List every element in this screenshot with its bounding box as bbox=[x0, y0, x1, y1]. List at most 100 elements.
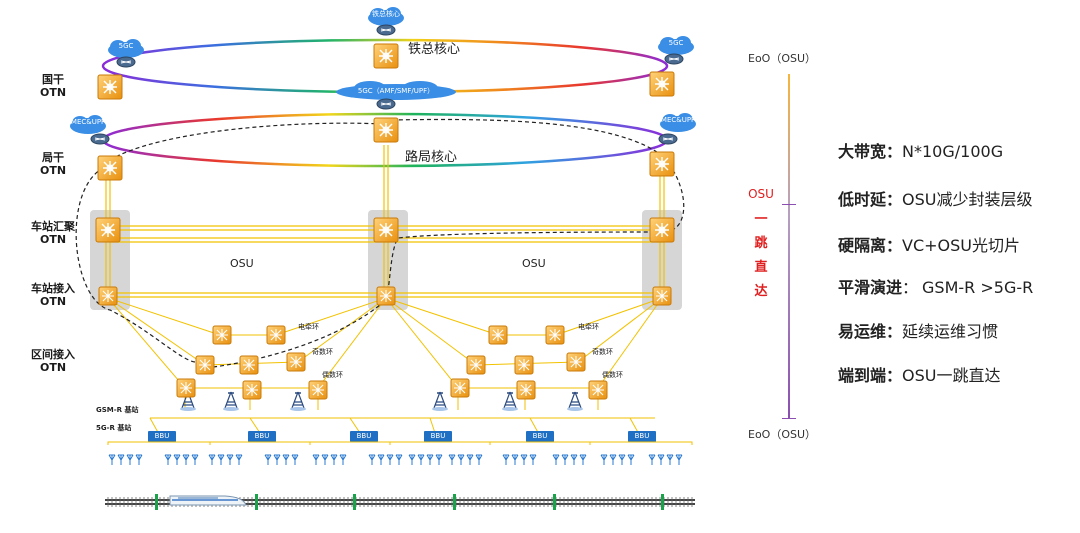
antenna-icon bbox=[235, 454, 243, 466]
antenna-icon bbox=[552, 454, 560, 466]
antenna-icon bbox=[675, 454, 683, 466]
osu-right-label: OSU bbox=[522, 257, 546, 270]
bbu-label-2: BBU bbox=[254, 432, 270, 440]
train-icon bbox=[169, 495, 247, 506]
antenna-icon bbox=[191, 454, 199, 466]
feature-desc: OSU一跳直达 bbox=[902, 366, 1001, 385]
level-station-access-name: 车站接入 bbox=[31, 282, 75, 295]
feature-sep: ： bbox=[886, 190, 903, 209]
feature-desc: N*10G/100G bbox=[902, 142, 1004, 161]
bbu-label-5: BBU bbox=[532, 432, 548, 440]
bbu-label-4: BBU bbox=[430, 432, 446, 440]
feature-desc: VC+OSU光切片 bbox=[902, 236, 1021, 255]
antenna-icon bbox=[609, 454, 617, 466]
feature-sep: ： bbox=[902, 278, 919, 297]
cloud-top-label: 铁总核心 bbox=[372, 10, 400, 18]
ring-power-right: 电牵环 bbox=[578, 323, 599, 331]
antenna-icon bbox=[520, 454, 528, 466]
5gr-label: 5G-R 基站 bbox=[96, 424, 132, 432]
feature-isolation: 硬隔离：VC+OSU光切片 bbox=[838, 232, 1020, 256]
antenna-icon bbox=[618, 454, 626, 466]
cloud-mec-right-label: MEC&UPF bbox=[660, 116, 696, 124]
node-agg-left bbox=[95, 217, 121, 243]
feature-desc: OSU减少封装层级 bbox=[902, 190, 1033, 209]
bbu-label-3: BBU bbox=[356, 432, 372, 440]
antenna-icon bbox=[173, 454, 181, 466]
antenna-icon bbox=[426, 454, 434, 466]
feature-end-to-end: 端到端：OSU一跳直达 bbox=[838, 362, 1001, 386]
level-station-access-otn: OTN bbox=[39, 295, 67, 308]
antenna-icon bbox=[386, 454, 394, 466]
antenna-icon bbox=[657, 454, 665, 466]
bbu-label-1: BBU bbox=[154, 432, 170, 440]
node-guogan-left bbox=[97, 74, 123, 100]
node-bureau-core bbox=[373, 117, 399, 143]
antenna-row bbox=[108, 454, 683, 466]
feature-sep: ： bbox=[886, 366, 903, 385]
antenna-icon bbox=[666, 454, 674, 466]
antenna-icon bbox=[579, 454, 587, 466]
level-guogan-otn: OTN bbox=[39, 86, 67, 99]
antenna-icon bbox=[135, 454, 143, 466]
network-diagram bbox=[70, 7, 696, 510]
cloud-5gc-left-label: 5GC bbox=[118, 42, 134, 50]
feature-sep: ： bbox=[886, 142, 903, 161]
antenna-icon bbox=[117, 454, 125, 466]
scale-tick-bottom bbox=[782, 418, 796, 419]
level-guogan-name: 国干 bbox=[42, 73, 64, 86]
antenna-icon bbox=[126, 454, 134, 466]
antenna-icon bbox=[511, 454, 519, 466]
osu-vertical-2: 跳 bbox=[754, 236, 768, 251]
feature-sep: ： bbox=[886, 236, 903, 255]
scale-line bbox=[788, 74, 790, 419]
osu-vertical-1: 一 bbox=[754, 212, 768, 227]
feature-title: 大带宽 bbox=[838, 142, 887, 161]
eoo-top-label: EoO（OSU） bbox=[748, 52, 817, 65]
ring-even-left: 偶数环 bbox=[322, 371, 343, 379]
antenna-icon bbox=[466, 454, 474, 466]
antenna-icon bbox=[312, 454, 320, 466]
antenna-icon bbox=[282, 454, 290, 466]
eoo-bottom-label: EoO（OSU） bbox=[748, 428, 817, 441]
node-jugan-right bbox=[649, 151, 675, 177]
ring-even-right: 偶数环 bbox=[602, 371, 623, 379]
antenna-icon bbox=[291, 454, 299, 466]
antenna-icon bbox=[529, 454, 537, 466]
antenna-icon bbox=[570, 454, 578, 466]
feature-title: 低时延 bbox=[838, 190, 887, 209]
gsmr-label: GSM-R 基站 bbox=[96, 406, 139, 414]
cloud-5gc-right-label: 5GC bbox=[668, 39, 684, 47]
level-jugan-name: 局干 bbox=[42, 151, 64, 164]
antenna-icon bbox=[408, 454, 416, 466]
antenna-icon bbox=[108, 454, 116, 466]
ring-odd-left: 奇数环 bbox=[312, 348, 333, 356]
cloud-mec-left-label: MEC&UPF bbox=[70, 118, 106, 126]
feature-bandwidth: 大带宽：N*10G/100G bbox=[838, 138, 1003, 162]
rail-core-label: 铁总核心 bbox=[408, 42, 461, 57]
bbu-label-6: BBU bbox=[634, 432, 650, 440]
antenna-icon bbox=[417, 454, 425, 466]
node-agg-mid bbox=[373, 217, 399, 243]
level-station-agg-otn: OTN bbox=[39, 233, 67, 246]
antenna-icon bbox=[448, 454, 456, 466]
osu-left-label: OSU bbox=[230, 257, 254, 270]
antenna-icon bbox=[264, 454, 272, 466]
antenna-icon bbox=[339, 454, 347, 466]
feature-title: 硬隔离 bbox=[838, 236, 887, 255]
amf-cloud bbox=[336, 81, 456, 100]
node-rail-core bbox=[373, 43, 399, 69]
antenna-icon bbox=[321, 454, 329, 466]
bureau-core-label: 路局核心 bbox=[405, 150, 458, 165]
antenna-icon bbox=[435, 454, 443, 466]
feature-evolution: 平滑演进：GSM-R >5G-R bbox=[838, 274, 1033, 298]
feature-desc: 延续运维习惯 bbox=[902, 322, 999, 341]
node-agg-right bbox=[649, 217, 675, 243]
antenna-icon bbox=[273, 454, 281, 466]
feature-title: 端到端 bbox=[838, 366, 887, 385]
antenna-icon bbox=[368, 454, 376, 466]
antenna-icon bbox=[627, 454, 635, 466]
railway-track bbox=[105, 494, 695, 510]
node-jugan-left bbox=[97, 155, 123, 181]
